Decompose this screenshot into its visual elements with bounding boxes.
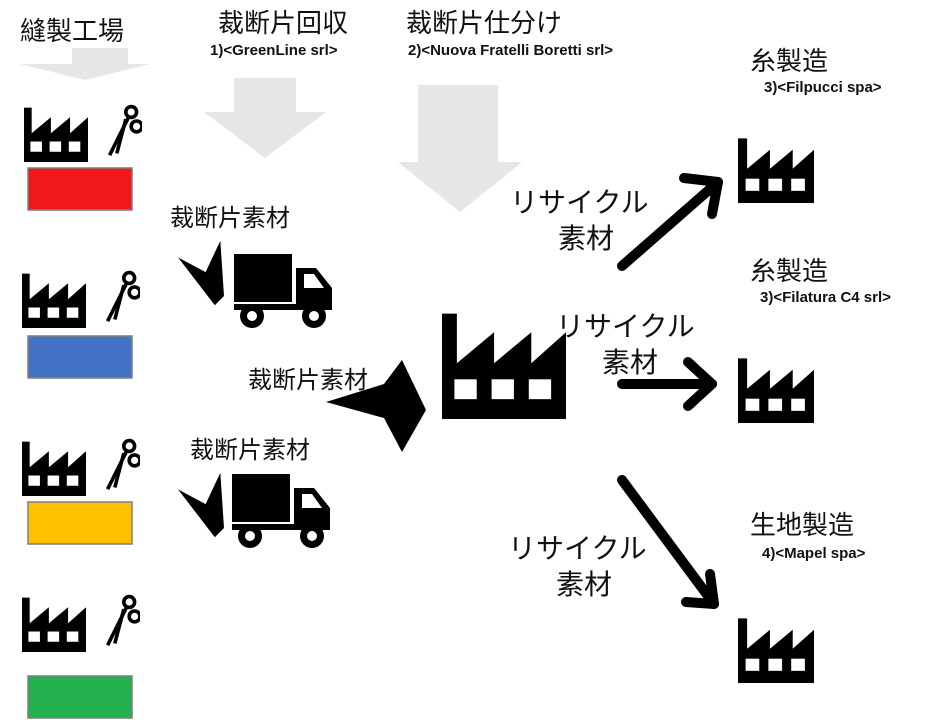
header-scrap-sorting: 裁断片仕分け	[406, 9, 562, 39]
factory-icon	[24, 107, 88, 162]
company-collector: 1)<GreenLine srl>	[210, 42, 338, 59]
label-scrap-material: 裁断片素材	[248, 366, 368, 394]
feed-arrow	[326, 360, 426, 452]
handoff-arrow-icon	[178, 472, 224, 538]
label-recycled-material: リサイクル	[556, 310, 695, 343]
sewing-down-arrow	[20, 48, 150, 80]
header-scrap-collection: 裁断片回収	[218, 9, 348, 39]
label-recycled-material-sub: 素材	[556, 568, 612, 601]
label-yarn-manufacturing: 糸製造	[750, 47, 828, 77]
fabric-swatch-red	[27, 167, 133, 211]
arrowhead	[681, 569, 719, 609]
scissors-icon	[105, 270, 140, 324]
factory-icon	[22, 273, 86, 328]
output-arrow-fabric	[617, 475, 719, 609]
yarn-factory-icon	[738, 358, 814, 423]
truck-icon	[232, 474, 330, 548]
label-recycled-material-sub: 素材	[602, 346, 658, 379]
scissors-icon	[105, 594, 140, 648]
arrowhead	[683, 357, 717, 411]
label-recycled-material: リサイクル	[510, 186, 649, 219]
scissors-icon	[107, 104, 142, 158]
arrowhead	[679, 173, 723, 219]
fabric-swatch-blue	[27, 335, 133, 379]
output-arrow-yarn-1	[617, 177, 723, 271]
label-fabric-manufacturing: 生地製造	[750, 511, 854, 541]
label-recycled-material: リサイクル	[508, 532, 647, 565]
label-yarn-manufacturing: 糸製造	[750, 257, 828, 287]
factory-icon	[22, 441, 86, 496]
header-sewing-factory: 縫製工場	[20, 17, 124, 47]
sorting-down-arrow	[398, 85, 522, 212]
label-scrap-material: 裁断片素材	[190, 436, 310, 464]
sorting-factory-icon	[442, 313, 566, 419]
factory-icon	[22, 597, 86, 652]
truck-icon	[234, 254, 332, 328]
scissors-icon	[105, 438, 140, 492]
company-sorter: 2)<Nuova Fratelli Boretti srl>	[408, 42, 613, 59]
label-scrap-material: 裁断片素材	[170, 204, 290, 232]
company-yarn-2: 3)<Filatura C4 srl>	[760, 289, 891, 306]
company-fabric: 4)<Mapel spa>	[762, 545, 866, 562]
fabric-swatch-yellow	[27, 501, 133, 545]
yarn-factory-icon	[738, 138, 814, 203]
handoff-arrow-icon	[178, 240, 224, 306]
label-recycled-material-sub: 素材	[558, 222, 614, 255]
fabric-swatch-green	[27, 675, 133, 719]
fabric-factory-icon	[738, 618, 814, 683]
company-yarn-1: 3)<Filpucci spa>	[764, 79, 882, 96]
collection-down-arrow	[204, 78, 326, 158]
